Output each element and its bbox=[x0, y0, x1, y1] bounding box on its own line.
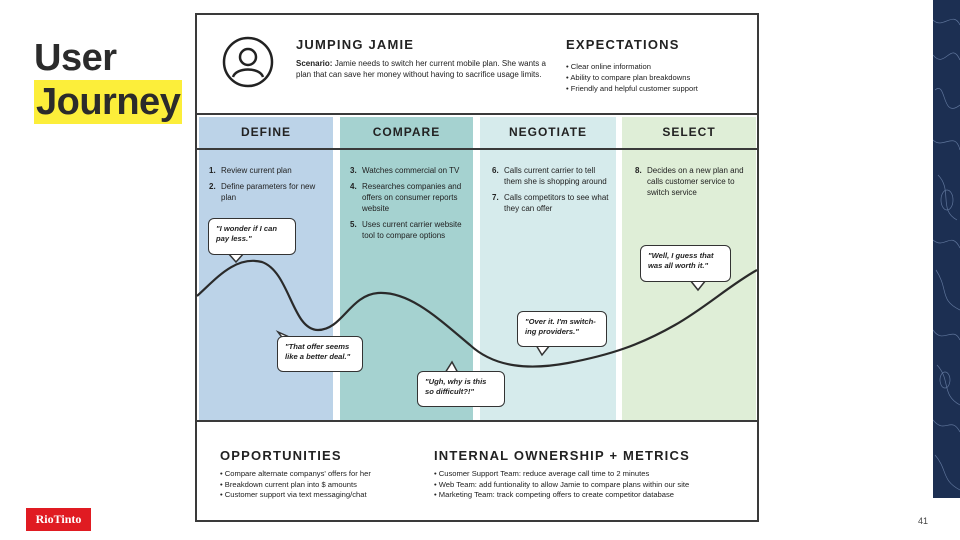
steps-negotiate: 6. Calls current carrier to tell them she… bbox=[492, 165, 610, 219]
stage-header-define: DEFINE bbox=[240, 125, 291, 139]
title-line-journey: Journey bbox=[34, 80, 183, 124]
step-number: 3. bbox=[350, 166, 357, 175]
quote-bubble-compare: "That offer seems like a better deal." bbox=[277, 336, 363, 372]
step-item: 8. Decides on a new plan and calls custom… bbox=[635, 165, 753, 198]
step-number: 7. bbox=[492, 193, 499, 202]
opportunities-list: Compare alternate companys' offers for h… bbox=[220, 469, 425, 501]
stage-header-select: SELECT bbox=[662, 125, 716, 139]
step-number: 4. bbox=[350, 182, 357, 191]
expectation-item: Clear online information bbox=[566, 61, 698, 72]
step-number: 1. bbox=[209, 166, 216, 175]
quote-bubble-negotiate: "Over it. I'm switch-ing providers." bbox=[517, 311, 607, 347]
scenario-label: Scenario: bbox=[296, 59, 333, 68]
step-text: Calls current carrier to tell them she i… bbox=[504, 166, 607, 186]
decorative-map-panel bbox=[933, 0, 960, 498]
bubble-tail bbox=[444, 360, 459, 374]
quote-bubble-struggle: "Ugh, why is this so difficult?!" bbox=[417, 371, 505, 407]
topographic-lines-icon bbox=[933, 18, 960, 491]
steps-define: 1. Review current plan 2. Define parameter… bbox=[209, 165, 327, 208]
opportunities-title: OPPORTUNITIES bbox=[220, 448, 342, 463]
step-number: 6. bbox=[492, 166, 499, 175]
step-item: 7. Calls competitors to see what they can… bbox=[492, 192, 610, 214]
stage-header-compare: COMPARE bbox=[372, 125, 441, 139]
scenario-body: Jamie needs to switch her current mobile… bbox=[296, 59, 546, 79]
step-item: 2. Define parameters for new plan bbox=[209, 181, 327, 203]
opportunity-item: Breakdown current plan into $ amounts bbox=[220, 480, 425, 491]
slide-title: User Journey bbox=[34, 36, 183, 124]
ownership-list: Cusomer Support Team: reduce average cal… bbox=[434, 469, 752, 501]
expectations-list: Clear online information Ability to comp… bbox=[566, 61, 698, 94]
emotion-curve-line bbox=[196, 259, 758, 368]
step-text: Decides on a new plan and calls customer… bbox=[647, 166, 744, 197]
ownership-item: Marketing Team: track competing offers t… bbox=[434, 490, 752, 501]
persona-name: JUMPING JAMIE bbox=[296, 37, 415, 52]
step-number: 8. bbox=[635, 166, 642, 175]
expectation-item: Ability to compare plan breakdowns bbox=[566, 72, 698, 83]
bubble-tail bbox=[227, 252, 245, 264]
user-avatar-icon bbox=[222, 36, 274, 88]
bubble-tail bbox=[689, 279, 707, 292]
step-number: 5. bbox=[350, 220, 357, 229]
divider-bottom bbox=[197, 420, 757, 422]
ownership-item: Web Team: add funtionality to allow Jami… bbox=[434, 480, 752, 491]
quote-bubble-define: "I wonder if I can pay less." bbox=[208, 218, 296, 255]
step-text: Watches commercial on TV bbox=[362, 166, 460, 175]
step-text: Uses current carrier website tool to com… bbox=[362, 220, 462, 240]
step-number: 2. bbox=[209, 182, 216, 191]
bubble-tail bbox=[535, 344, 551, 357]
scenario-text: Scenario: Jamie needs to switch her curr… bbox=[296, 58, 558, 80]
step-item: 4. Researches companies and offers on con… bbox=[350, 181, 468, 214]
title-line-user: User bbox=[34, 37, 117, 79]
opportunity-item: Compare alternate companys' offers for h… bbox=[220, 469, 425, 480]
expectations-title: EXPECTATIONS bbox=[566, 37, 680, 52]
opportunity-item: Customer support via text messaging/chat bbox=[220, 490, 425, 501]
step-item: 1. Review current plan bbox=[209, 165, 327, 176]
step-item: 6. Calls current carrier to tell them she… bbox=[492, 165, 610, 187]
rio-tinto-logo: RioTinto bbox=[26, 508, 91, 531]
page-number: 41 bbox=[918, 516, 929, 526]
step-item: 3. Watches commercial on TV bbox=[350, 165, 468, 176]
ownership-item: Cusomer Support Team: reduce average cal… bbox=[434, 469, 752, 480]
expectation-item: Friendly and helpful customer support bbox=[566, 83, 698, 94]
steps-compare: 3. Watches commercial on TV 4. Researches … bbox=[350, 165, 468, 246]
divider-top bbox=[197, 113, 757, 115]
step-text: Researches companies and offers on consu… bbox=[362, 182, 462, 213]
step-text: Calls competitors to see what they can o… bbox=[504, 193, 609, 213]
steps-select: 8. Decides on a new plan and calls custom… bbox=[635, 165, 753, 203]
step-item: 5. Uses current carrier website tool to c… bbox=[350, 219, 468, 241]
stage-header-divider bbox=[197, 148, 757, 150]
quote-bubble-select: "Well, I guess that was all worth it." bbox=[640, 245, 731, 282]
stage-header-negotiate: NEGOTIATE bbox=[508, 125, 588, 139]
step-text: Review current plan bbox=[221, 166, 292, 175]
ownership-title: INTERNAL OWNERSHIP + METRICS bbox=[434, 448, 690, 463]
step-text: Define parameters for new plan bbox=[221, 182, 316, 202]
stage-column-negotiate bbox=[480, 117, 616, 420]
